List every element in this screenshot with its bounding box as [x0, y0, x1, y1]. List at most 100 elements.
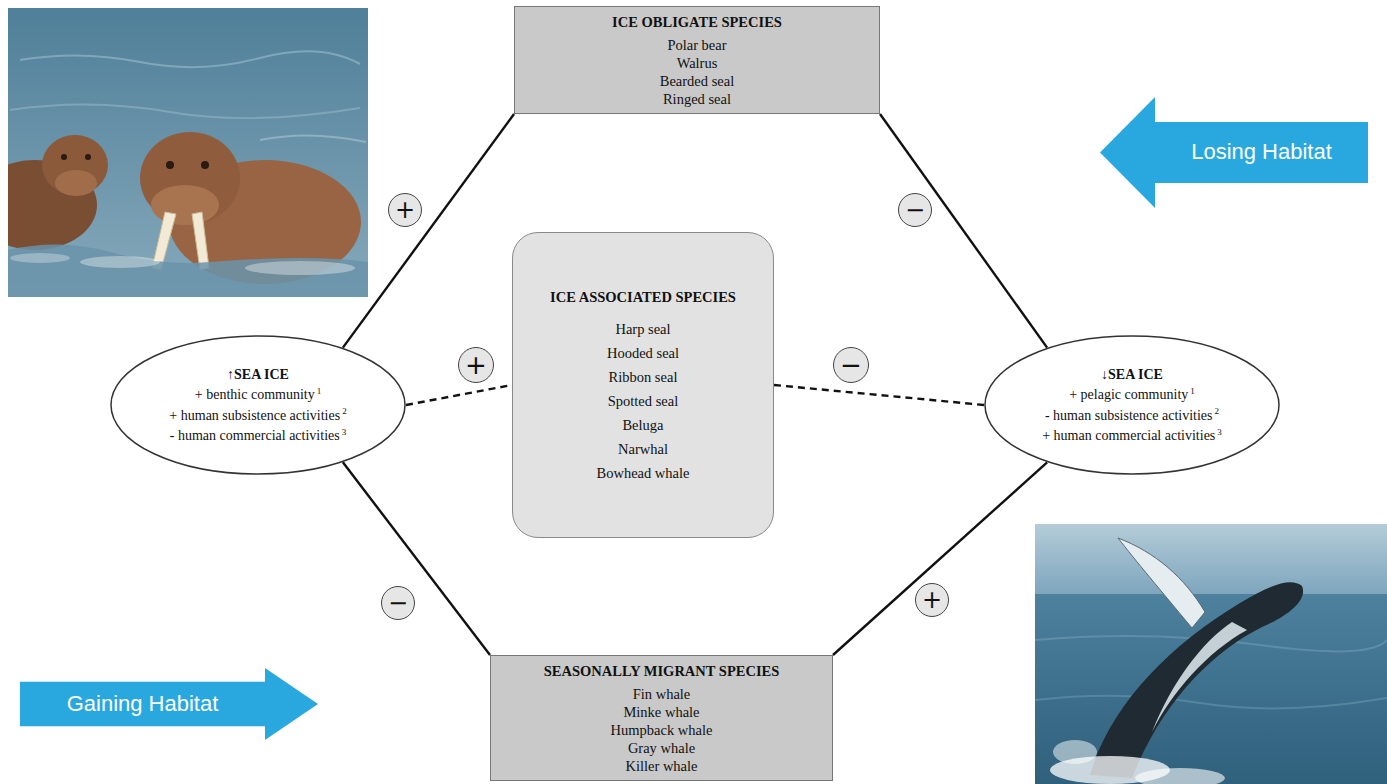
ice-obligate-box: ICE OBLIGATE SPECIESPolar bearWalrusBear…: [514, 6, 880, 114]
solid-connector: [833, 462, 1047, 655]
effect-text: - human subsistence activities: [1045, 408, 1213, 423]
foam: [80, 256, 160, 268]
sky: [1035, 524, 1387, 594]
foam: [245, 261, 355, 275]
text-line: + benthic community1: [169, 383, 346, 404]
species-name: Bowhead whale: [596, 465, 689, 481]
text-line: + human subsistence activities2: [169, 403, 346, 424]
walrus-tusk: [192, 212, 209, 270]
ellipse-outline: [111, 336, 405, 474]
node-text: −: [388, 591, 408, 615]
text-line: −: [905, 198, 925, 222]
ripple: [10, 104, 360, 118]
text-line: ↓SEA ICE: [1042, 366, 1222, 383]
effect-text: - human commercial activities: [170, 428, 340, 443]
effect-text: + human subsistence activities: [169, 408, 340, 423]
text-line: Beluga: [550, 413, 736, 437]
text-line: Spotted seal: [550, 389, 736, 413]
effect-text: + benthic community: [195, 387, 315, 402]
losing-habitat-arrow: Losing Habitat: [1100, 97, 1368, 208]
node-text: SEASONALLY MIGRANT SPECIES Fin whaleMinke…: [544, 662, 780, 775]
seasonally-migrant-box: SEASONALLY MIGRANT SPECIES Fin whaleMinke…: [490, 655, 833, 781]
dashed-connector: [406, 385, 512, 405]
species-name: Ringed seal: [663, 91, 731, 107]
text-line: Ringed seal: [612, 90, 782, 108]
effect-sign-circle: −: [381, 586, 415, 620]
ripple: [260, 135, 366, 142]
text-line: +: [465, 352, 487, 378]
text-line: Walrus: [612, 54, 782, 72]
node-text: ICE ASSOCIATED SPECIES Harp sealHooded se…: [550, 285, 736, 485]
species-name: Fin whale: [633, 686, 691, 702]
humpback-photo: [1035, 524, 1387, 784]
sign-symbol: +: [395, 196, 415, 224]
effect-sign-circle: +: [915, 583, 949, 617]
walrus-head: [42, 135, 108, 195]
species-name: Beluga: [622, 417, 663, 433]
effect-sign-circle: −: [898, 193, 932, 227]
ellipse-outline: [985, 336, 1279, 474]
text-line: −: [388, 591, 408, 615]
group-heading: ICE ASSOCIATED SPECIES: [550, 289, 736, 305]
footnote-number: 3: [1217, 427, 1222, 437]
splash: [1135, 768, 1225, 784]
text-line: SEASONALLY MIGRANT SPECIES: [544, 662, 780, 680]
node-text: +: [922, 588, 942, 612]
footnote-number: 2: [1215, 406, 1220, 416]
text-line: +: [395, 198, 415, 222]
species-name: Gray whale: [628, 740, 695, 756]
walrus-eye: [85, 154, 91, 160]
foam: [10, 253, 70, 263]
text-line: Losing Habitat: [1191, 139, 1332, 165]
habitat-label: Gaining Habitat: [67, 691, 219, 716]
ice-associated-box: ICE ASSOCIATED SPECIES Harp sealHooded se…: [512, 232, 774, 538]
walrus-eye: [61, 154, 67, 160]
footnote-number: 2: [342, 406, 347, 416]
walrus-photo: [8, 8, 368, 297]
species-name: Spotted seal: [608, 393, 678, 409]
arrow-shape: [1100, 97, 1368, 208]
sea-ice-heading: ↑SEA ICE: [227, 367, 289, 382]
species-name: Narwhal: [618, 441, 668, 457]
sea-ice-decrease-ellipse: ↓SEA ICE+ pelagic community1 - human subs…: [984, 335, 1280, 475]
text-line: ICE OBLIGATE SPECIES: [612, 13, 782, 31]
text-line: ICE ASSOCIATED SPECIES: [550, 285, 736, 309]
solid-connector: [343, 462, 490, 655]
effect-sign-circle: −: [833, 347, 869, 383]
node-text: Gaining Habitat: [67, 691, 219, 717]
whale-fin: [1118, 538, 1205, 628]
text-line: Gaining Habitat: [67, 691, 219, 717]
habitat-label: Losing Habitat: [1191, 139, 1332, 164]
text-line: + pelagic community1: [1042, 383, 1222, 404]
species-name: Minke whale: [623, 704, 699, 720]
species-name: Harp seal: [615, 321, 670, 337]
node-text: ICE OBLIGATE SPECIESPolar bearWalrusBear…: [612, 13, 782, 108]
node-text: Losing Habitat: [1191, 139, 1332, 165]
sign-symbol: −: [840, 350, 862, 380]
arrow-shape: [20, 668, 318, 740]
species-name: Killer whale: [625, 758, 697, 774]
text-line: Gray whale: [544, 739, 780, 757]
text-line: Narwhal: [550, 437, 736, 461]
text-line: +: [922, 588, 942, 612]
effect-text: + pelagic community: [1069, 387, 1188, 402]
species-name: Bearded seal: [660, 73, 734, 89]
species-name: Walrus: [677, 55, 718, 71]
sea-ice-heading: ↓SEA ICE: [1101, 367, 1163, 382]
text-line: Ribbon seal: [550, 365, 736, 389]
node-text: ↓SEA ICE+ pelagic community1 - human subs…: [1042, 366, 1222, 445]
walrus-eye: [166, 161, 174, 169]
group-heading: SEASONALLY MIGRANT SPECIES: [544, 663, 780, 679]
sign-symbol: +: [465, 350, 487, 380]
ellipse-outline: [984, 335, 1280, 475]
node-text: ↑SEA ICE+ benthic community1+ human subs…: [169, 366, 346, 445]
species-name: Humpback whale: [611, 722, 713, 738]
walrus-muzzle: [55, 170, 97, 196]
dashed-connector: [774, 385, 984, 405]
text-line: Hooded seal: [550, 341, 736, 365]
node-text: +: [395, 198, 415, 222]
solid-connector: [343, 114, 514, 348]
sea-ice-increase-ellipse: ↑SEA ICE+ benthic community1+ human subs…: [110, 335, 406, 475]
